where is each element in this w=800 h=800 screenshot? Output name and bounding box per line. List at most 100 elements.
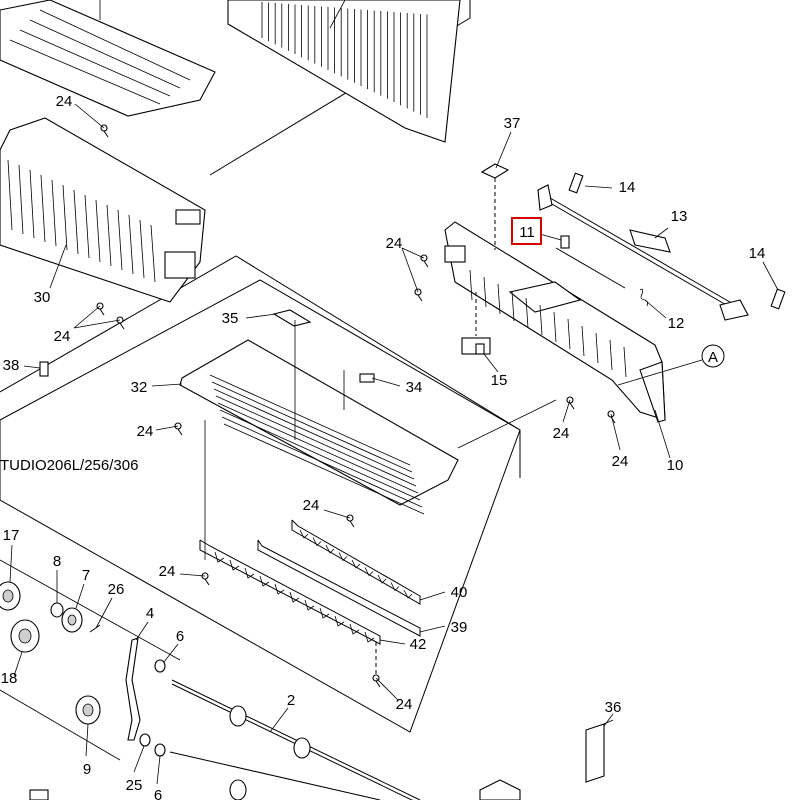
- guide-tooth: [403, 589, 413, 599]
- label-11: 11: [519, 224, 535, 241]
- screw-shank: [375, 680, 381, 688]
- part-number-labels: 24 30 24 38 35 34 32 24 37 24 11 14 13 1…: [1, 93, 766, 800]
- guide-tooth: [338, 552, 348, 562]
- model-text: TUDIO206L/256/306: [0, 457, 138, 474]
- roller-shaft-part-2: [171, 679, 421, 800]
- center-panel-frame: [0, 279, 521, 733]
- label-25: 25: [126, 777, 143, 794]
- feed-rib: [29, 169, 35, 239]
- part-38-clip: [39, 361, 49, 377]
- pad-part-37: [480, 163, 510, 179]
- cover-rib: [215, 395, 417, 487]
- label-39: 39: [451, 619, 468, 636]
- guide-tooth: [325, 544, 335, 554]
- paper-feed-unit-part: [0, 117, 206, 303]
- feed-rib: [106, 204, 112, 267]
- clip-part-8: [50, 602, 64, 618]
- screw-shank: [177, 428, 183, 436]
- spring-rod-part: [537, 172, 786, 321]
- screw-24: [116, 316, 125, 330]
- screw-shank: [204, 578, 210, 586]
- guide-tooth: [274, 583, 285, 595]
- label-32: 32: [131, 379, 148, 396]
- screw-shank: [103, 130, 109, 138]
- cover-part-32: [179, 309, 459, 515]
- plate-part-36: [585, 723, 605, 783]
- label-6-b: 6: [154, 787, 162, 800]
- guide-tooth: [319, 607, 330, 619]
- feed-rib: [95, 199, 101, 263]
- label-26: 26: [108, 581, 125, 598]
- callout-circle-a-text: A: [708, 349, 718, 366]
- ring-part-6-lower: [154, 743, 166, 757]
- leader-lines: [9, 0, 779, 785]
- frame-rib: [623, 346, 627, 378]
- feed-rib: [62, 184, 68, 251]
- label-42: 42: [410, 636, 427, 653]
- label-24-h: 24: [159, 563, 176, 580]
- cover-rib: [213, 388, 415, 480]
- screw-24: [201, 572, 210, 586]
- gear-part-17: [0, 581, 21, 611]
- feed-rib: [139, 219, 145, 279]
- screw-24: [96, 302, 105, 316]
- guide-tooth: [377, 574, 387, 584]
- guide-tooth: [351, 559, 361, 569]
- label-8: 8: [53, 553, 61, 570]
- sensor-part-15: [461, 337, 491, 355]
- screw-shank: [417, 294, 423, 302]
- shaft-part-11: [555, 235, 626, 289]
- frame-rib: [483, 276, 487, 308]
- label-14-a: 14: [619, 179, 636, 196]
- guide-tooth: [334, 615, 345, 627]
- guide-tooth: [312, 537, 322, 547]
- label-9: 9: [83, 761, 91, 778]
- feed-rib: [18, 164, 24, 235]
- label-24-g: 24: [303, 497, 320, 514]
- guide-tooth: [364, 567, 374, 577]
- frame-rib: [581, 325, 585, 357]
- guide-tooth: [229, 559, 240, 571]
- bottom-frame-part: [479, 779, 521, 800]
- callout-circle-a: A: [701, 344, 725, 368]
- frame-rib: [497, 283, 501, 315]
- top-cover-part: [0, 0, 216, 117]
- screw-shank: [119, 322, 125, 330]
- label-30: 30: [34, 289, 51, 306]
- roller-shaft-lower: [169, 751, 381, 800]
- label-24-a: 24: [56, 93, 73, 110]
- lever-part-4: [125, 637, 141, 741]
- ring-part-6-upper: [154, 659, 166, 673]
- roller-part-18: [10, 619, 40, 653]
- guide-tooth: [390, 582, 400, 592]
- screw-shank: [99, 308, 105, 316]
- feed-rib: [84, 194, 90, 259]
- screw-24: [414, 288, 423, 302]
- label-4: 4: [146, 605, 154, 622]
- frame-rib: [595, 332, 599, 364]
- clip-part-25: [139, 733, 151, 747]
- label-15: 15: [491, 372, 508, 389]
- feed-rib: [51, 179, 57, 247]
- guide-tooth: [364, 631, 375, 643]
- label-14-b: 14: [749, 245, 766, 262]
- frame-rib: [609, 339, 613, 371]
- label-24-c: 24: [137, 423, 154, 440]
- cover-rib: [211, 381, 413, 473]
- guide-tooth: [289, 591, 300, 603]
- label-35: 35: [222, 310, 239, 327]
- guide-tooth: [304, 599, 315, 611]
- guide-plate-part-40: [291, 519, 421, 605]
- spring-part-12: [639, 288, 649, 307]
- label-24-i: 24: [396, 696, 413, 713]
- screw-24: [174, 422, 183, 436]
- guide-tooth: [299, 529, 309, 539]
- label-10: 10: [667, 457, 684, 474]
- label-13: 13: [671, 208, 688, 225]
- cover-rib: [223, 423, 425, 515]
- frame-rib: [525, 297, 529, 329]
- label-36: 36: [605, 699, 622, 716]
- guide-plate-part-39: [257, 539, 421, 637]
- screw-shank: [349, 520, 355, 528]
- label-34: 34: [406, 379, 423, 396]
